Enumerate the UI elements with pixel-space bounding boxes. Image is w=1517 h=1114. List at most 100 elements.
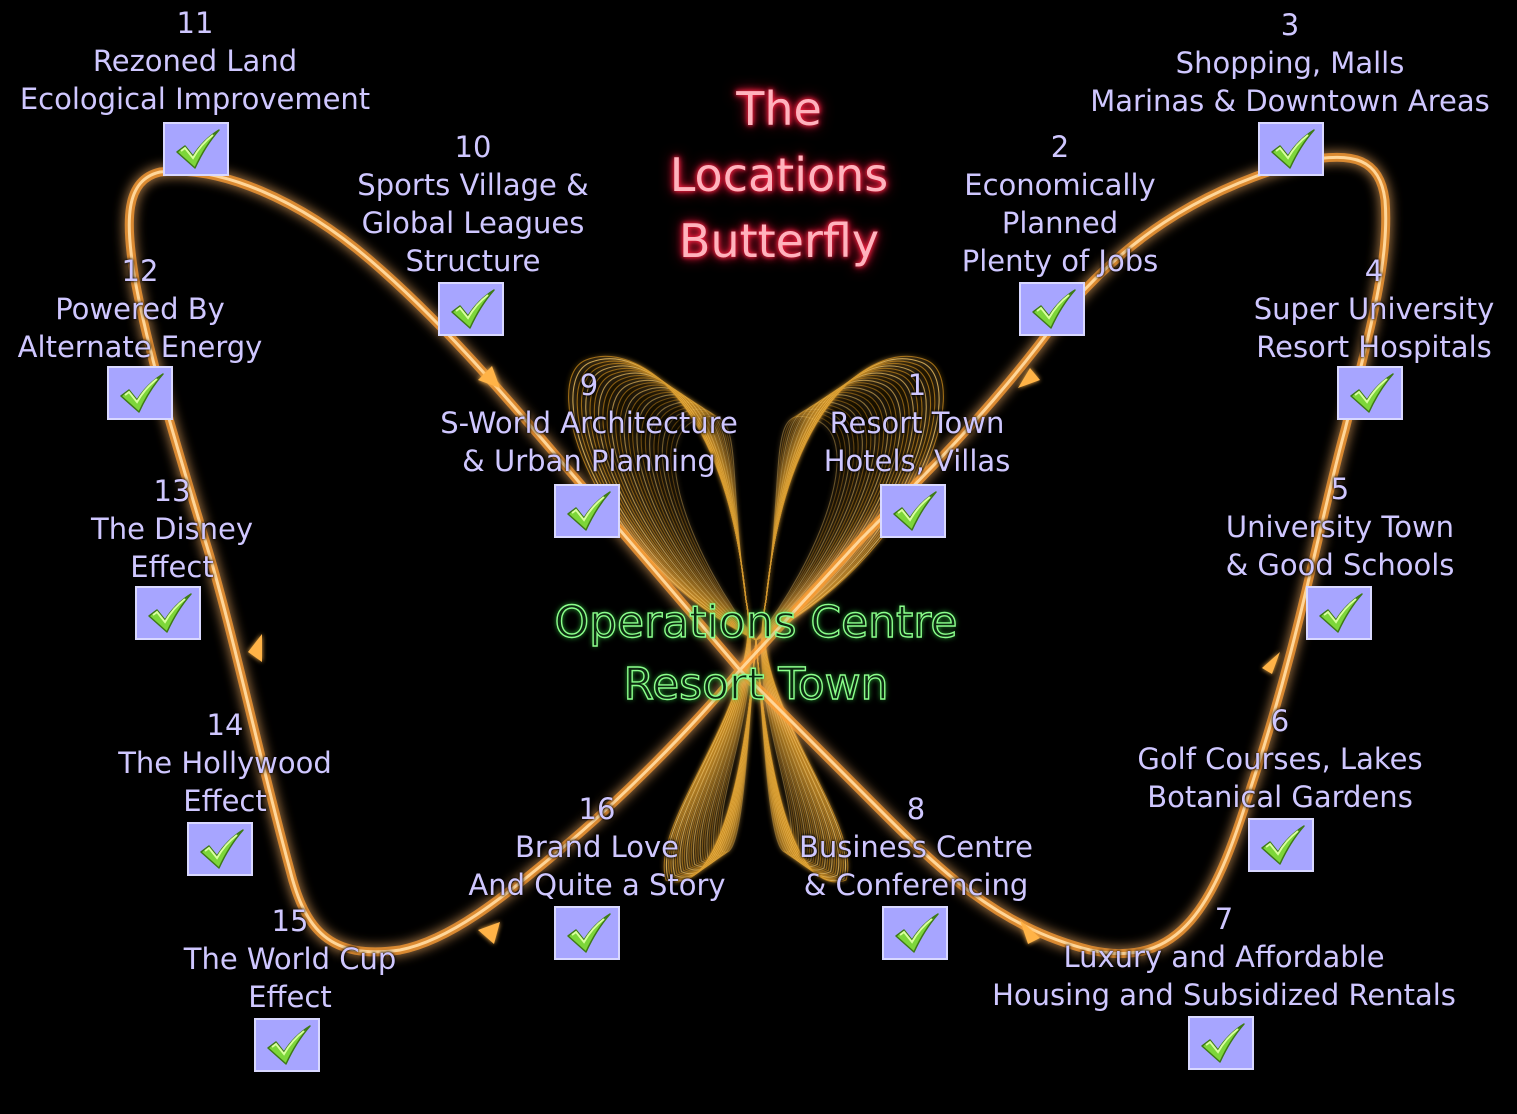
checkmark-icon bbox=[451, 289, 495, 329]
node-15-label: 15 The World Cup Effect bbox=[184, 902, 397, 1016]
wing-strand bbox=[755, 355, 944, 883]
node-14-checkbox[interactable] bbox=[187, 822, 253, 876]
arrow-icon bbox=[478, 922, 500, 944]
node-9-checkbox[interactable] bbox=[554, 484, 620, 538]
node-2-checkbox[interactable] bbox=[1019, 282, 1085, 336]
node-16-checkbox[interactable] bbox=[554, 906, 620, 960]
node-text-line: Effect bbox=[248, 980, 332, 1014]
node-4-checkbox[interactable] bbox=[1337, 366, 1403, 420]
checkmark-icon bbox=[1271, 129, 1315, 169]
node-10-checkbox[interactable] bbox=[438, 282, 504, 336]
arrow-icon bbox=[478, 366, 500, 388]
checkmark-icon bbox=[567, 491, 611, 531]
node-text-line: Effect bbox=[183, 784, 267, 818]
checkmark-icon bbox=[567, 913, 611, 953]
node-text-line: University Town bbox=[1225, 510, 1455, 544]
node-text-line: The World Cup bbox=[183, 942, 397, 976]
node-text-line: Resort Hospitals bbox=[1256, 330, 1492, 364]
arrow-icon bbox=[1262, 652, 1280, 674]
node-number: 7 bbox=[1214, 902, 1234, 936]
title-line: Butterfly bbox=[678, 214, 880, 268]
node-9-label: 9 S-World Architecture & Urban Planning bbox=[440, 366, 738, 480]
checkmark-icon bbox=[893, 491, 937, 531]
checkmark-icon bbox=[148, 593, 192, 633]
node-text-line: Brand Love bbox=[514, 830, 679, 864]
main-loop-path bbox=[124, 152, 1391, 959]
node-5-label: 5 University Town & Good Schools bbox=[1226, 470, 1455, 584]
node-6-checkbox[interactable] bbox=[1248, 818, 1314, 872]
node-text-line: Powered By bbox=[55, 292, 225, 326]
wing-strand bbox=[568, 355, 757, 883]
node-1-label: 1 Resort Town Hotels, Villas bbox=[824, 366, 1011, 480]
checkmark-icon bbox=[176, 129, 220, 169]
node-text-line: Shopping, Malls bbox=[1175, 46, 1405, 80]
checkmark-icon bbox=[120, 373, 164, 413]
node-text-line: S-World Architecture bbox=[440, 406, 738, 440]
node-2-label: 2 Economically Planned Plenty of Jobs bbox=[962, 128, 1159, 280]
node-number: 11 bbox=[176, 6, 214, 40]
node-text-line: Economically bbox=[964, 168, 1156, 202]
node-text-line: & Conferencing bbox=[803, 868, 1029, 902]
node-7-checkbox[interactable] bbox=[1188, 1016, 1254, 1070]
node-number: 15 bbox=[271, 904, 309, 938]
checkmark-icon bbox=[1032, 289, 1076, 329]
title-line: The bbox=[736, 82, 822, 136]
node-text-line: Golf Courses, Lakes bbox=[1137, 742, 1423, 776]
node-number: 5 bbox=[1330, 472, 1350, 506]
node-14-label: 14 The Hollywood Effect bbox=[118, 706, 332, 820]
node-11-checkbox[interactable] bbox=[163, 122, 229, 176]
node-number: 10 bbox=[454, 130, 492, 164]
node-number: 9 bbox=[579, 368, 599, 402]
node-text-line: Resort Town bbox=[829, 406, 1005, 440]
node-10-label: 10 Sports Village & Global Leagues Struc… bbox=[357, 128, 588, 280]
node-15-checkbox[interactable] bbox=[254, 1018, 320, 1072]
node-16-label: 16 Brand Love And Quite a Story bbox=[468, 790, 725, 904]
node-text-line: Alternate Energy bbox=[17, 330, 263, 364]
node-5-checkbox[interactable] bbox=[1306, 586, 1372, 640]
node-text-line: Effect bbox=[130, 550, 214, 584]
node-text-line: Business Centre bbox=[798, 830, 1034, 864]
node-text-line: Hotels, Villas bbox=[823, 444, 1011, 478]
node-text-line: Global Leagues bbox=[361, 206, 585, 240]
node-3-checkbox[interactable] bbox=[1258, 122, 1324, 176]
node-text-line: Botanical Gardens bbox=[1147, 780, 1413, 814]
node-number: 13 bbox=[153, 474, 191, 508]
node-number: 12 bbox=[121, 254, 159, 288]
arrow-icon bbox=[1020, 920, 1040, 944]
node-13-label: 13 The Disney Effect bbox=[91, 472, 253, 586]
node-text-line: Marinas & Downtown Areas bbox=[1090, 84, 1490, 118]
node-text-line: Rezoned Land bbox=[92, 44, 298, 78]
node-7-label: 7 Luxury and Affordable Housing and Subs… bbox=[992, 900, 1456, 1014]
node-text-line: Housing and Subsidized Rentals bbox=[992, 978, 1456, 1012]
node-13-checkbox[interactable] bbox=[135, 586, 201, 640]
centre-line: Resort Town bbox=[623, 658, 889, 710]
lorenz-wings bbox=[568, 355, 944, 883]
node-text-line: And Quite a Story bbox=[468, 868, 726, 902]
node-12-label: 12 Powered By Alternate Energy bbox=[18, 252, 263, 366]
node-8-checkbox[interactable] bbox=[882, 906, 948, 960]
node-text-line: Sports Village & bbox=[357, 168, 589, 202]
node-number: 2 bbox=[1050, 130, 1070, 164]
node-number: 16 bbox=[578, 792, 616, 826]
node-1-checkbox[interactable] bbox=[880, 484, 946, 538]
node-number: 8 bbox=[906, 792, 926, 826]
node-6-label: 6 Golf Courses, Lakes Botanical Gardens bbox=[1137, 702, 1422, 816]
checkmark-icon bbox=[200, 829, 244, 869]
node-number: 4 bbox=[1364, 254, 1384, 288]
checkmark-icon bbox=[1201, 1023, 1245, 1063]
node-text-line: Super University bbox=[1253, 292, 1495, 326]
checkmark-icon bbox=[1261, 825, 1305, 865]
centre-label: Operations Centre Resort Town bbox=[554, 592, 958, 716]
checkmark-icon bbox=[1319, 593, 1363, 633]
node-12-checkbox[interactable] bbox=[107, 366, 173, 420]
node-number: 6 bbox=[1270, 704, 1290, 738]
node-text-line: & Good Schools bbox=[1225, 548, 1455, 582]
node-text-line: The Disney bbox=[90, 512, 254, 546]
checkmark-icon bbox=[895, 913, 939, 953]
diagram-title: The Locations Butterfly bbox=[670, 76, 889, 274]
node-number: 3 bbox=[1280, 8, 1300, 42]
node-3-label: 3 Shopping, Malls Marinas & Downtown Are… bbox=[1090, 6, 1490, 120]
node-text-line: Plenty of Jobs bbox=[961, 244, 1159, 278]
checkmark-icon bbox=[267, 1025, 311, 1065]
